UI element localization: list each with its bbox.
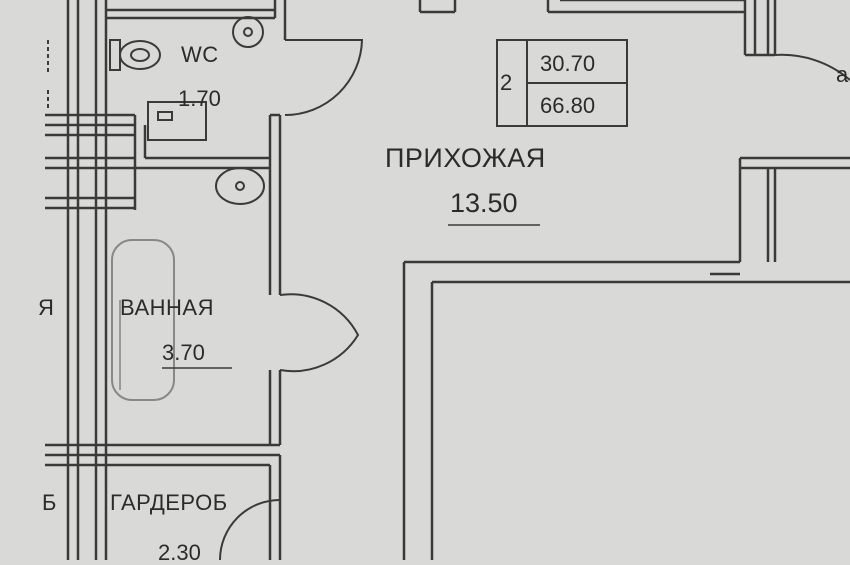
apartment-tag	[496, 39, 628, 127]
wardrobe-room-area: 2.30	[158, 540, 201, 565]
door-arc-wc	[284, 39, 364, 116]
hall-room-name: ПРИХОЖАЯ	[385, 143, 546, 173]
wardrobe-room-name: ГАРДЕРОБ	[110, 490, 228, 515]
toilet-icon	[109, 39, 161, 71]
wc-room-area: 1.70	[178, 86, 221, 111]
sink-icon-bath	[215, 167, 265, 205]
bath-room-name: ВАННАЯ	[120, 295, 214, 320]
door-arc-wardrobe	[219, 499, 281, 560]
door-arc-bath	[279, 293, 360, 373]
bathtub-icon	[111, 239, 175, 401]
apartment-total-area: 66.80	[540, 93, 596, 118]
sink-icon-wc	[232, 16, 264, 48]
wc-room-name: WC	[181, 42, 219, 67]
washing-machine-icon	[147, 101, 207, 141]
edge-fragment-right-top: а	[836, 62, 849, 87]
door-arc-right	[774, 53, 850, 81]
edge-fragment-left-top: Я	[38, 295, 55, 320]
apartment-living-area: 30.70	[540, 51, 596, 76]
apartment-rooms-count: 2	[500, 70, 513, 95]
hall-room-area: 13.50	[450, 188, 518, 218]
edge-fragment-left-bottom: Б	[42, 490, 57, 515]
bath-room-area: 3.70	[162, 340, 205, 365]
